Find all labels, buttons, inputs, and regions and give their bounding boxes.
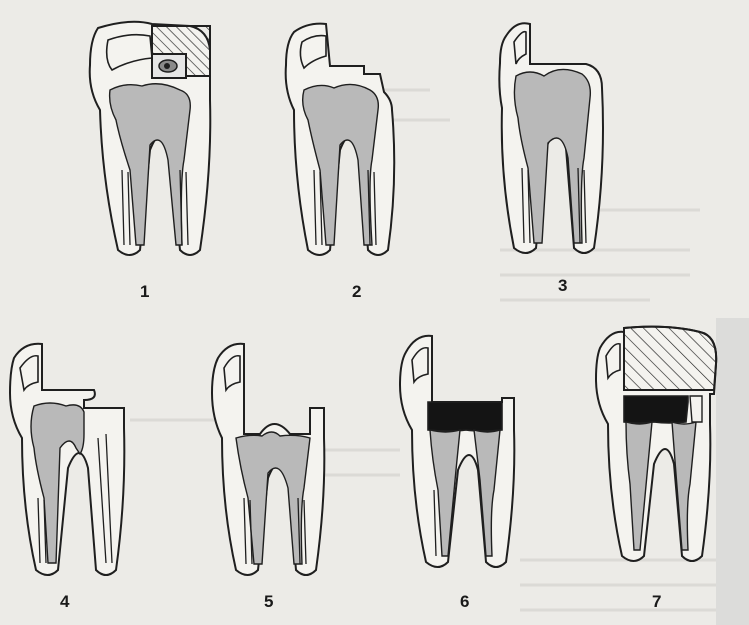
tooth-7-illustration bbox=[588, 324, 738, 574]
tooth-6-illustration bbox=[390, 330, 540, 580]
tooth-4-illustration bbox=[0, 338, 150, 588]
panel-label-7: 7 bbox=[652, 592, 661, 612]
panel-label-2: 2 bbox=[352, 282, 361, 302]
tooth-2-illustration bbox=[268, 10, 448, 270]
panel-label-5: 5 bbox=[264, 592, 273, 612]
panel-label-1: 1 bbox=[140, 282, 149, 302]
tooth-3-illustration bbox=[486, 8, 636, 268]
tooth-7-crown-restoration bbox=[624, 327, 716, 390]
tooth-7-filling bbox=[624, 396, 688, 423]
panel-label-6: 6 bbox=[460, 592, 469, 612]
panel-label-4: 4 bbox=[60, 592, 69, 612]
tooth-6-filling bbox=[428, 402, 502, 431]
tooth-5-illustration bbox=[200, 338, 350, 588]
tooth-1-illustration bbox=[70, 10, 250, 270]
panel-label-3: 3 bbox=[558, 276, 567, 296]
